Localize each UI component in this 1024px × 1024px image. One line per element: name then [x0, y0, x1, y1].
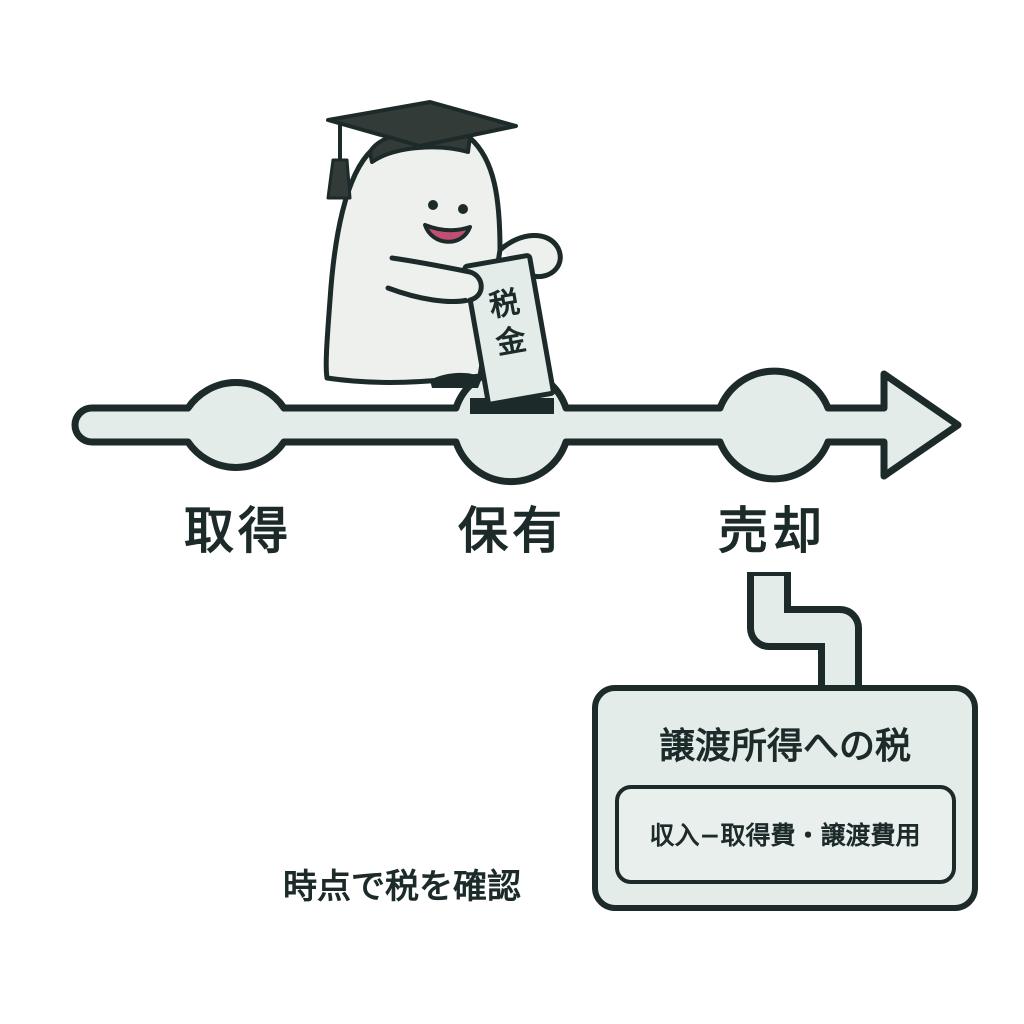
ticket-line-2: 金: [492, 322, 530, 362]
ghost-mouth: [423, 223, 472, 244]
graduation-cap-icon: [326, 100, 518, 200]
formula-inner-box: [615, 785, 956, 884]
tax-box-title: 譲渡所得への税: [659, 726, 911, 767]
stage-label-sale: 売却: [718, 502, 826, 560]
ghost-right-eye: [458, 204, 468, 214]
connector-pipe: [747, 572, 862, 692]
ghost-left-eye: [428, 200, 438, 210]
ghost-graduate-icon: 税 金: [323, 100, 563, 414]
cap-tassel: [326, 158, 352, 200]
ghost-body: [323, 124, 503, 385]
caption-check-tax: 時点で税を確認: [283, 867, 521, 907]
tax-ticket-icon: 税 金: [462, 253, 556, 414]
tax-box-formula: 収入−取得費・譲渡費用: [650, 821, 921, 850]
stage-label-acquisition: 取得: [184, 502, 292, 560]
ghost-left-arm: [385, 285, 471, 304]
transfer-income-tax-box: 譲渡所得への税 収入−取得費・譲渡費用: [592, 685, 978, 911]
ticket-line-1: 税: [487, 285, 523, 325]
stage-label-holding: 保有: [458, 502, 566, 560]
